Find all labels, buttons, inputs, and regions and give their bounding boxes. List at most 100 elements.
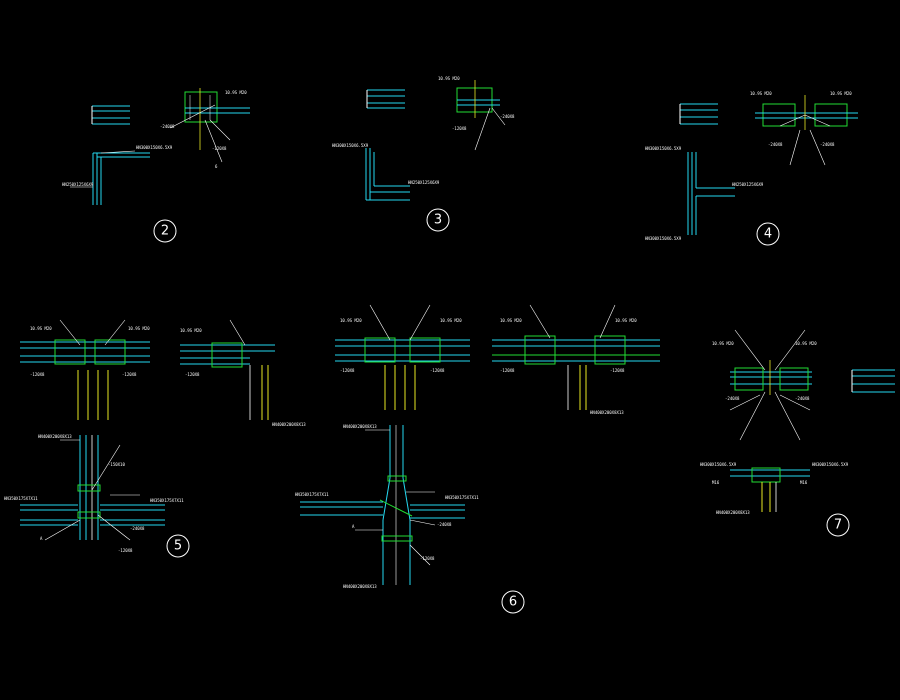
detail-5-tag-circle — [166, 534, 190, 558]
detail-5-plan-a-bolt: 10.9S M20 — [30, 326, 52, 331]
detail-7-tag: 7 — [834, 518, 842, 533]
detail-5-plan-a — [20, 319, 150, 420]
detail-3-beam-stub — [366, 89, 405, 109]
detail-5-plan-b-plate: -120X8 — [185, 372, 200, 377]
detail-3-splice — [456, 80, 506, 151]
detail-5-plan-a-bolt-b: 10.9S M20 — [128, 326, 150, 331]
detail-5-leaders — [44, 439, 140, 541]
detail-7-tag-circle — [826, 513, 850, 537]
detail-7-section-label: HN300X150X6.5X9 — [700, 462, 737, 467]
detail-2-tag-circle — [153, 219, 177, 243]
detail-2-corner-member — [92, 152, 150, 205]
detail-2: HN250X125X6X9 HN300X150X6.5X9 10.9S M20 … — [62, 88, 250, 243]
detail-6-plan-a-plate: -120X8 — [340, 368, 355, 373]
detail-3-tag-circle — [426, 208, 450, 232]
detail-7: 10.9S M20 10.9S M20 -240X8 -240X8 HN300X… — [700, 329, 895, 537]
detail-6-beam-right-label: HN350X175X7X11 — [445, 495, 479, 500]
detail-5-column-label: HN400X200X8X13 — [38, 434, 72, 439]
detail-6-plan-b-member: HN400X200X8X13 — [590, 410, 624, 415]
detail-6-plan-a-bolt-b: 10.9S M20 — [440, 318, 462, 323]
detail-7-splice — [730, 360, 812, 395]
detail-7-plate-label: -240X8 — [725, 396, 740, 401]
detail-3-plate-label-b: -120X8 — [452, 126, 467, 131]
detail-4-plate-label-b: -240X8 — [820, 142, 835, 147]
detail-6-plan-a-bolt: 10.9S M20 — [340, 318, 362, 323]
detail-7-bolt-label-b: 10.9S M20 — [795, 341, 817, 346]
detail-3-plate-label: -240X8 — [500, 114, 515, 119]
detail-4-splice — [755, 95, 858, 166]
detail-4-member-label-c: HN300X150X6.5X9 — [645, 236, 682, 241]
detail-4-plate-label: -240X8 — [768, 142, 783, 147]
detail-2-bolt-label: 10.9S M20 — [225, 90, 247, 95]
detail-5-plan-b — [180, 319, 275, 420]
detail-5-beam-left-label: HN350X175X7X11 — [4, 496, 38, 501]
detail-2-member-label: HN250X125X6X9 — [62, 182, 94, 187]
detail-4-member-label-b: HN250X125X6X9 — [732, 182, 764, 187]
detail-3: HN300X150X6.5X9 HN250X125X6X9 10.9S M20 … — [332, 76, 515, 232]
detail-4-tee-member — [687, 152, 735, 235]
detail-6-tag-circle — [501, 590, 525, 614]
detail-2-splice — [169, 88, 250, 163]
detail-6-plan-b-plate: -120X8 — [500, 368, 515, 373]
detail-4-bolt-label: 10.9S M20 — [750, 91, 772, 96]
detail-6-column-label: HN400X200X8X13 — [343, 424, 377, 429]
detail-7-bolt-label-c: M16 — [712, 480, 720, 485]
detail-6-plan-b — [492, 304, 660, 410]
detail-6-plan-b-bolt: 10.9S M20 — [500, 318, 522, 323]
detail-2-member-label-b: HN300X150X6.5X9 — [136, 145, 173, 150]
detail-6-plan-a — [335, 304, 470, 410]
detail-4: HN300X150X6.5X9 HN250X125X6X9 HN300X150X… — [645, 91, 858, 246]
detail-5-plan-b-bolt: 10.9S M20 — [180, 328, 202, 333]
detail-5: HN400X200X8X13 HN350X175X7X11 HN350X175X… — [4, 434, 190, 558]
detail-6-plan-b-plate-b: -120X8 — [610, 368, 625, 373]
detail-7-section-label-c: HN400X200X8X13 — [716, 510, 750, 515]
detail-7-plate-label-b: -240X8 — [795, 396, 810, 401]
detail-5-beams — [20, 504, 165, 526]
detail-3-member-label-b: HN250X125X6X9 — [408, 180, 440, 185]
detail-4-bolt-label-b: 10.9S M20 — [830, 91, 852, 96]
detail-4-member-label: HN300X150X6.5X9 — [645, 146, 682, 151]
detail-5-plan-a-plate-b: -120X8 — [122, 372, 137, 377]
detail-4-tag: 4 — [764, 227, 772, 242]
detail-7-section — [730, 467, 810, 512]
detail-3-member-label: HN300X150X6.5X9 — [332, 143, 369, 148]
detail-5-plan-a-plate: -120X8 — [30, 372, 45, 377]
detail-6-leaders — [355, 429, 436, 566]
detail-2-plate-label: -240X8 — [160, 124, 175, 129]
detail-3-tag: 3 — [434, 213, 442, 228]
detail-6-beam-left-label: HN350X175X7X11 — [295, 492, 329, 497]
detail-5-plate-label-c: -120X8 — [118, 548, 133, 553]
detail-6: HN400X200X8X13 HN400X200X8X13 HN350X175X… — [295, 424, 525, 614]
detail-2-beam-stub — [91, 105, 130, 125]
detail-2-plate-label-b: -120X8 — [212, 146, 227, 151]
detail-4-beam-stub — [679, 103, 718, 125]
detail-6-beams — [300, 501, 465, 519]
detail-6-plate-label: -240X8 — [437, 522, 452, 527]
detail-6-marker: A — [352, 524, 355, 529]
detail-5-beam-right-label: HN350X175X7X11 — [150, 498, 184, 503]
detail-7-side-stub — [851, 369, 895, 393]
detail-6-column — [379, 425, 413, 585]
detail-7-bolt-label: 10.9S M20 — [712, 341, 734, 346]
detail-3-corner-member — [365, 148, 410, 201]
detail-5-plate-label: -150X10 — [108, 462, 125, 467]
detail-7-section-label-b: HN300X150X6.5X9 — [812, 462, 849, 467]
detail-6-tag: 6 — [509, 595, 517, 610]
detail-5-tag: 5 — [174, 539, 182, 554]
detail-7-leaders — [729, 329, 811, 441]
detail-2-tag: 2 — [161, 224, 169, 239]
detail-6-column-label-b: HN400X200X8X13 — [343, 584, 377, 589]
detail-6-plate-label-b: -120X8 — [420, 556, 435, 561]
detail-5-column — [77, 435, 101, 540]
detail-5-plan-b-member: HN400X200X8X13 — [272, 422, 306, 427]
detail-6-plan-a-plate-b: -120X8 — [430, 368, 445, 373]
detail-3-bolt-label: 10.9S M20 — [438, 76, 460, 81]
detail-2-leader-b — [100, 150, 136, 154]
detail-5-marker: A — [40, 536, 43, 541]
detail-5-plate-label-b: -240X8 — [130, 526, 145, 531]
detail-4-tag-circle — [756, 222, 780, 246]
detail-6-plan-b-bolt-b: 10.9S M20 — [615, 318, 637, 323]
detail-7-bolt-label-d: M16 — [800, 480, 808, 485]
detail-2-dim: 6 — [215, 164, 218, 169]
